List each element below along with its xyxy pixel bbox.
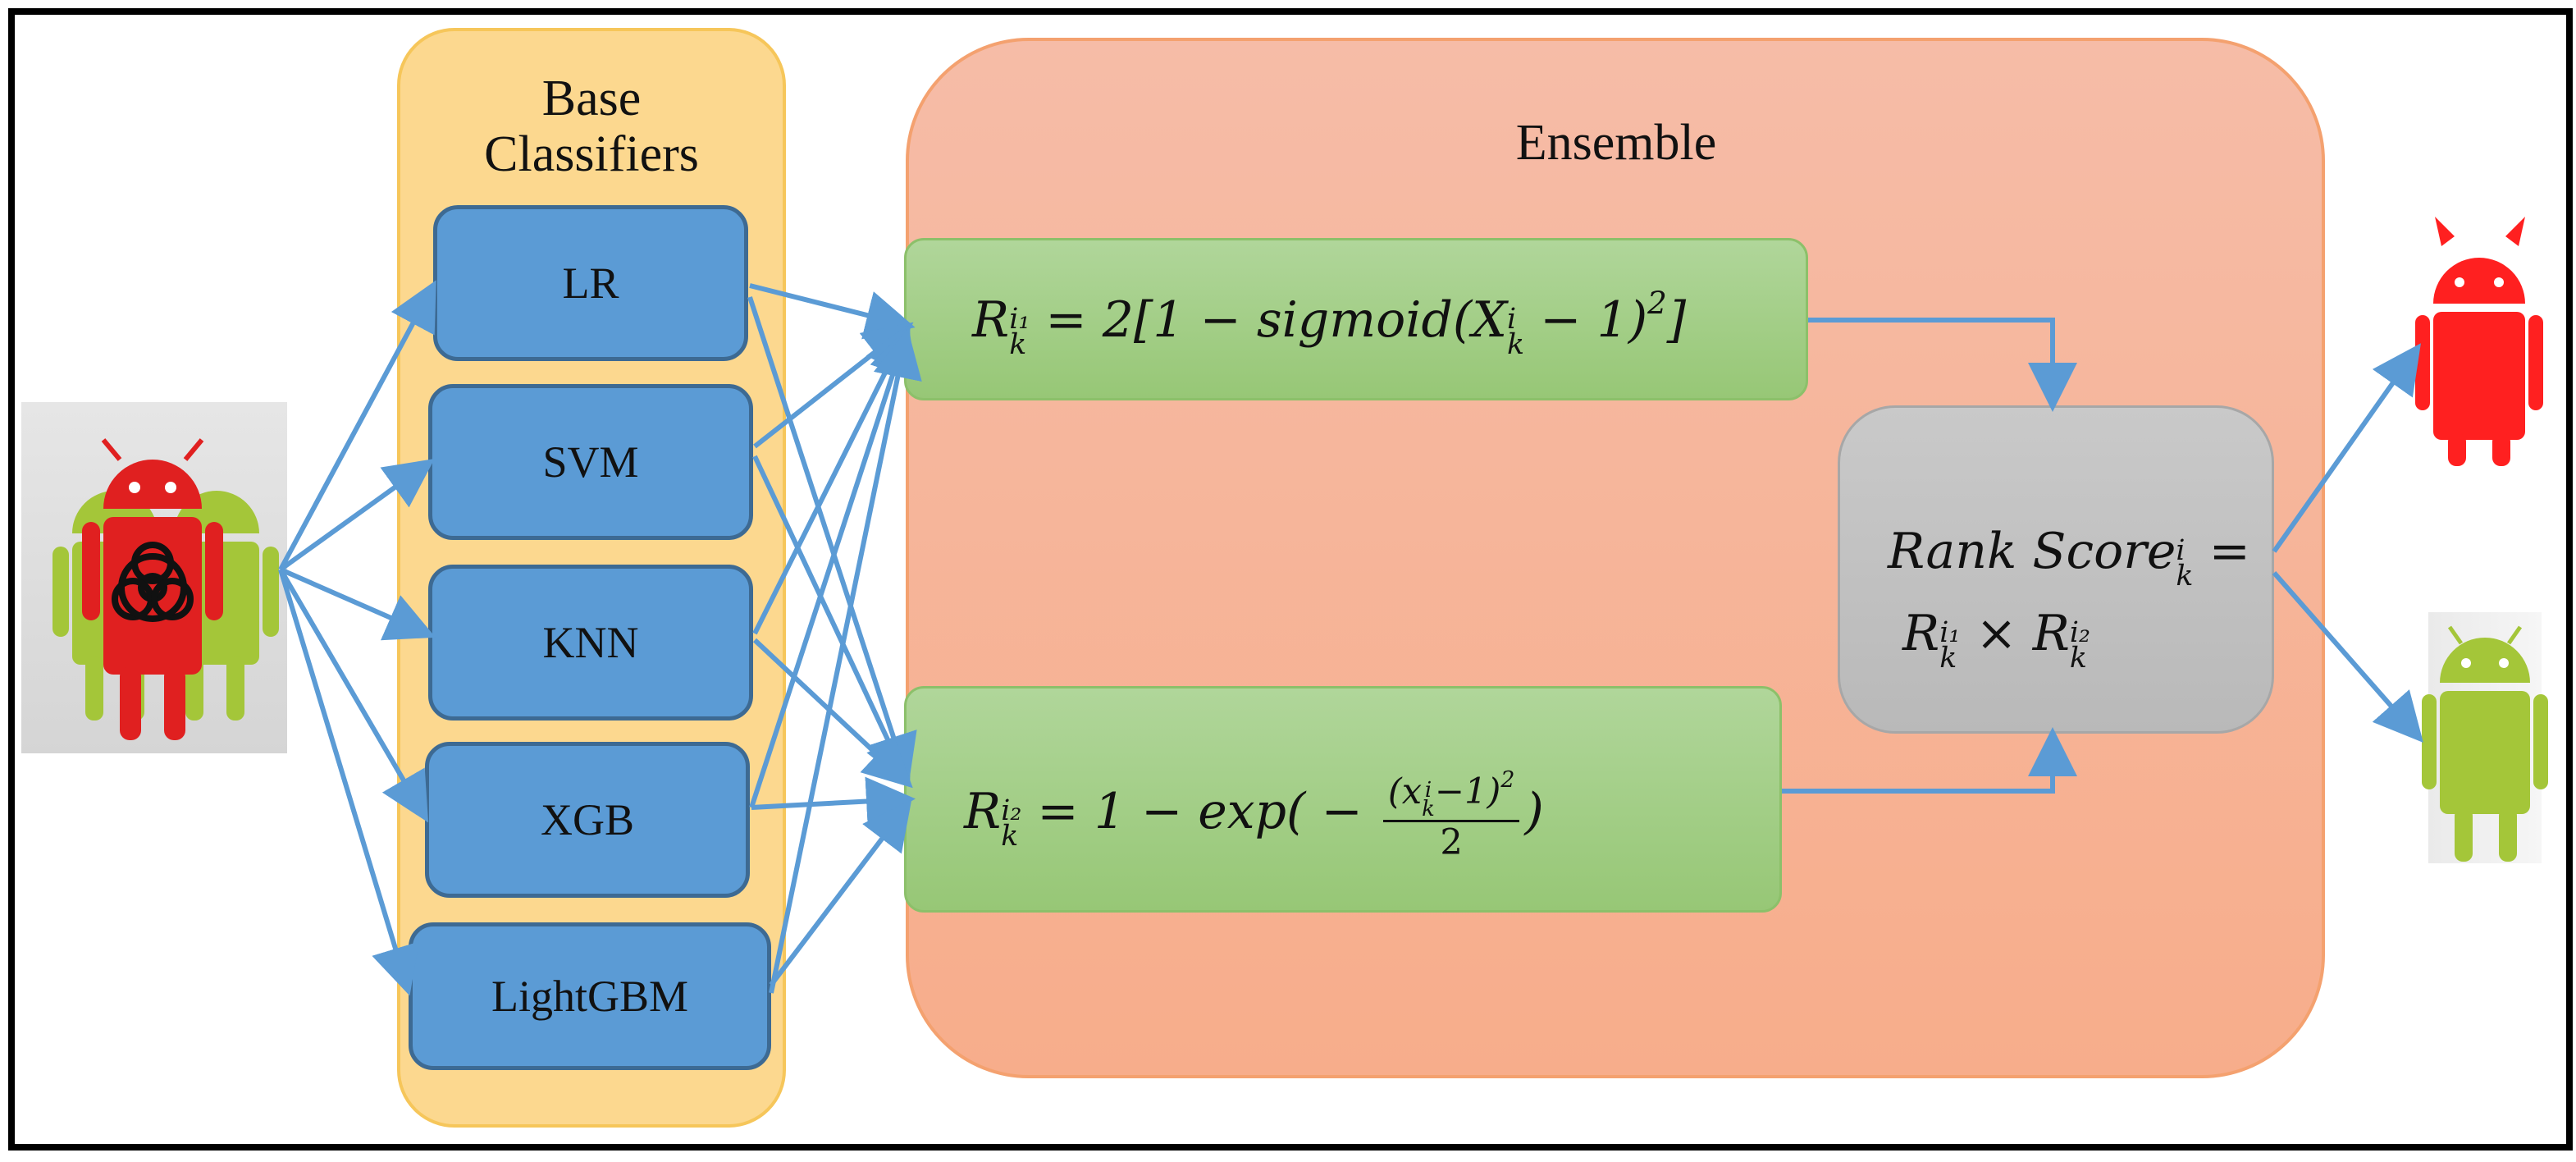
arrow-input-lr <box>278 280 436 571</box>
arrow-lightgbm-r2 <box>769 799 912 986</box>
android-benign-icon <box>2422 625 2548 862</box>
classifier-label: SVM <box>542 437 639 487</box>
arrow-r1-rank <box>1808 318 2077 412</box>
arrow-knn-r1 <box>752 323 911 635</box>
base-title-line1: Base <box>541 71 642 126</box>
arrow-lr-r1 <box>749 283 916 340</box>
arrow-xgb-r1 <box>749 325 917 808</box>
arrow-svm-r2 <box>752 455 911 787</box>
classifier-knn: KNN <box>428 565 753 721</box>
arrow-r2-rank <box>1782 727 2077 794</box>
android-devil-icon <box>2415 217 2543 466</box>
arrow-lightgbm-r1 <box>769 328 922 994</box>
arrow-lr-r2 <box>747 296 917 785</box>
arrow-input-lightgbm <box>278 569 419 996</box>
ensemble-title: Ensemble <box>1515 115 1717 171</box>
arrow-xgb-r2 <box>751 776 916 826</box>
classifier-label: LightGBM <box>491 972 689 1021</box>
arrow-input-knn <box>279 567 436 641</box>
arrow-knn-r2 <box>752 638 913 789</box>
biohazard-icon <box>112 542 194 622</box>
arrow-input-xgb <box>278 568 429 823</box>
android-group-malware-icon <box>53 438 279 740</box>
arrow-rank-benign <box>2272 571 2423 743</box>
classifier-label: LR <box>562 258 619 308</box>
arrow-input-svm <box>279 458 435 572</box>
classifier-label: XGB <box>540 795 634 844</box>
classifier-lightgbm: LightGBM <box>409 922 771 1070</box>
base-classifiers-title: Base Classifiers <box>397 71 786 182</box>
classifier-lr: LR <box>433 205 748 361</box>
base-title-line2: Classifiers <box>484 126 699 182</box>
arrow-rank-malicious <box>2272 343 2421 553</box>
classifier-label: KNN <box>542 618 639 667</box>
